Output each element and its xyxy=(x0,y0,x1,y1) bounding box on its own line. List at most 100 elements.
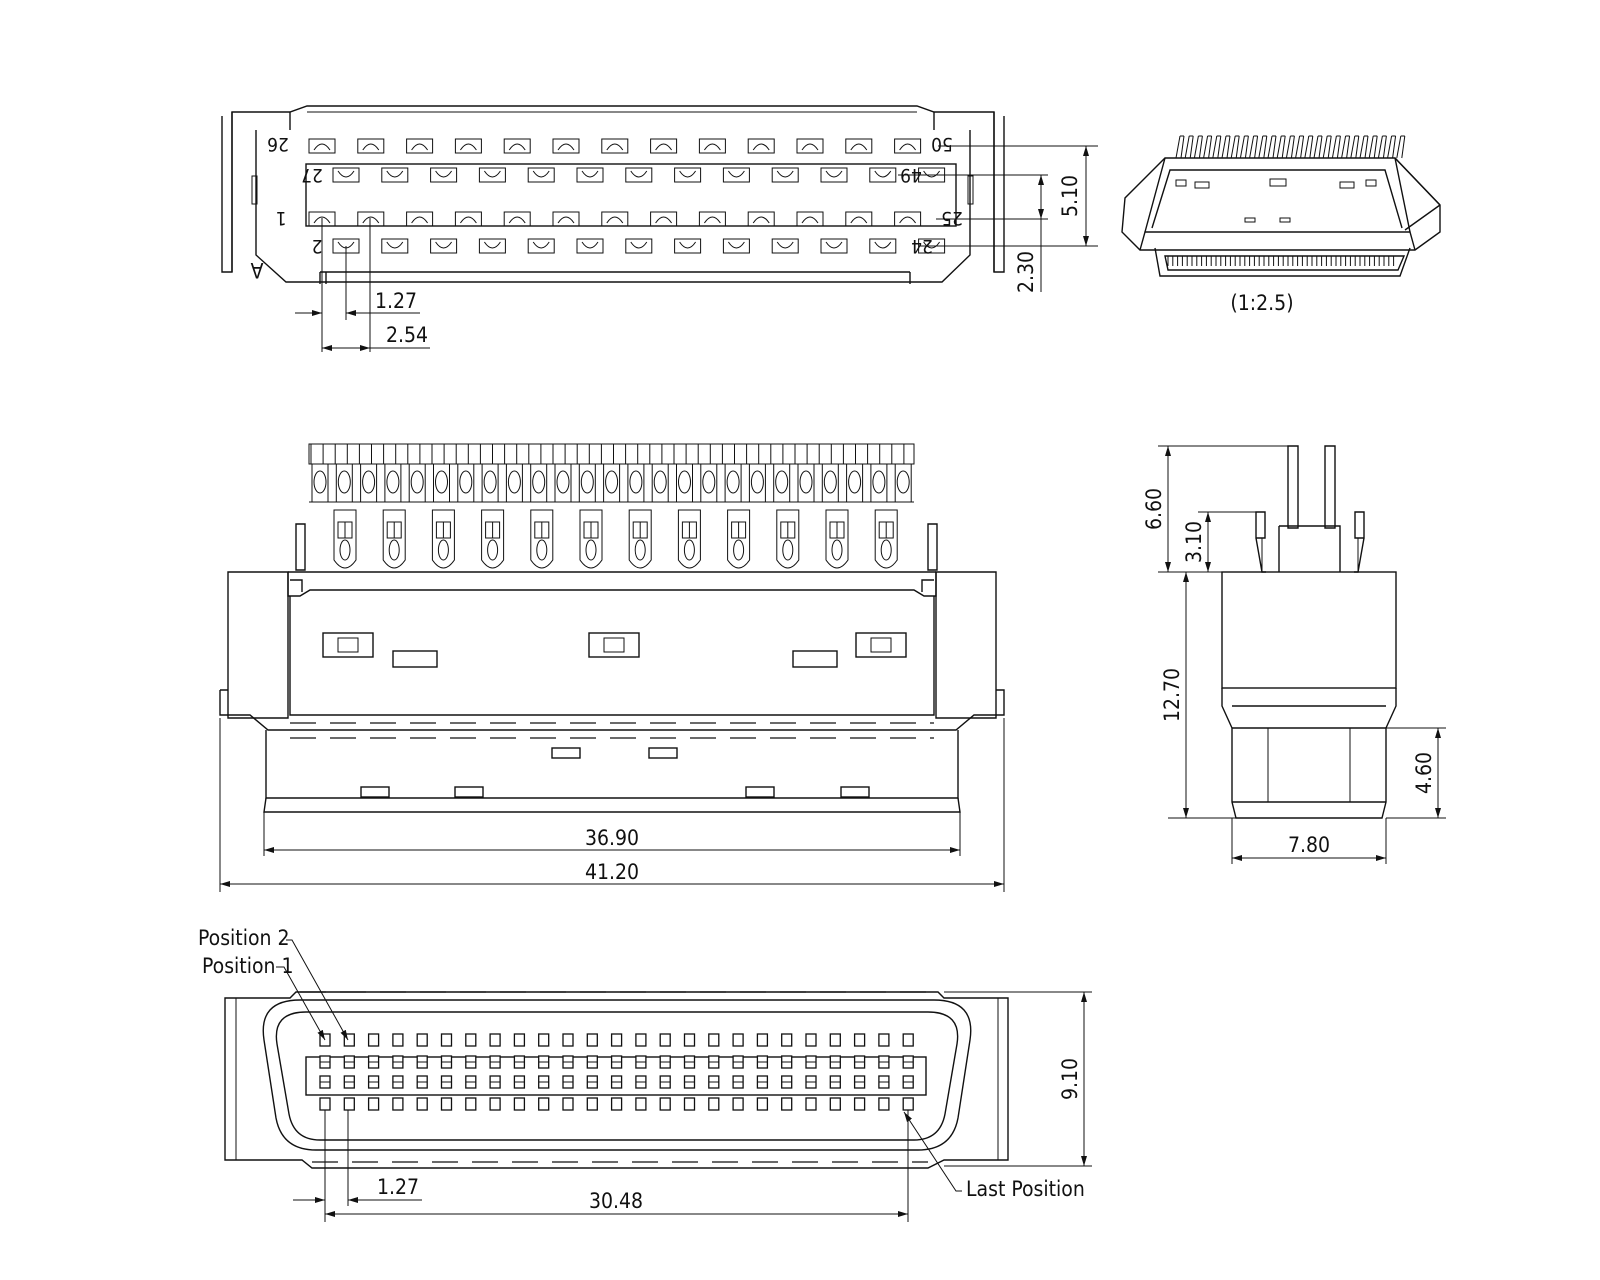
isometric-view: (1:2.5) xyxy=(1121,135,1441,315)
iso-pin xyxy=(1193,135,1199,159)
top-contact-arc xyxy=(776,241,794,249)
iso-pin xyxy=(1212,135,1218,159)
top-contact-arc xyxy=(532,170,550,178)
tail-lower xyxy=(825,509,849,569)
top-contact-arc xyxy=(752,143,770,151)
top-contact xyxy=(869,167,897,183)
top-contact xyxy=(674,167,702,183)
top-contact xyxy=(650,138,678,154)
tail-lower-hole xyxy=(339,539,351,561)
tail-lower xyxy=(530,509,554,569)
iso-pin xyxy=(1249,135,1255,159)
iso-pin xyxy=(1203,135,1209,159)
top-contact-arc xyxy=(727,241,745,249)
top-contact xyxy=(650,211,678,227)
top-contact-arc xyxy=(508,216,526,224)
top-contact xyxy=(796,211,824,227)
iso-pin xyxy=(1377,135,1383,159)
iso-pin xyxy=(1392,135,1397,159)
top-contact-arc xyxy=(850,216,868,224)
top-contact xyxy=(454,211,482,227)
top-contact-arc xyxy=(630,170,648,178)
iso-teeth xyxy=(1167,256,1395,266)
face-contact xyxy=(465,1097,477,1111)
face-contact xyxy=(489,1033,501,1047)
top-contact-arc xyxy=(337,170,355,178)
iso-pin xyxy=(1281,135,1286,159)
iso-pin xyxy=(1230,135,1236,159)
face-contact xyxy=(367,1097,380,1111)
iso-pin xyxy=(1387,135,1393,159)
face-contact xyxy=(805,1097,817,1111)
iso-pin xyxy=(1235,135,1240,159)
top-contact xyxy=(357,138,385,154)
tail-upper-hole xyxy=(605,470,619,494)
face-contact xyxy=(805,1033,817,1047)
face-contact xyxy=(610,1097,623,1111)
scale-note: (1:2.5) xyxy=(1230,291,1293,315)
face-contact xyxy=(708,1033,720,1047)
face-contact xyxy=(902,1097,914,1111)
top-contact xyxy=(845,211,873,227)
iso-pin xyxy=(1368,135,1374,159)
dim-6-60: 6.60 xyxy=(1142,488,1166,530)
tail-lower xyxy=(431,509,455,569)
top-contact-arc xyxy=(801,216,819,224)
tail-upper-hole xyxy=(507,470,521,494)
iso-pin xyxy=(1300,135,1305,159)
top-contact-arc xyxy=(727,170,745,178)
dim-1-27-face: 1.27 xyxy=(377,1175,419,1199)
tail-upper-hole xyxy=(678,470,691,494)
front-view: 36.90 41.20 xyxy=(219,443,1005,892)
top-contact xyxy=(796,138,824,154)
iso-pin xyxy=(1267,135,1273,159)
top-view: A 26 50 27 49 1 25 2 24 5.10 2.30 1.27 2… xyxy=(221,105,1098,352)
iso-pin xyxy=(1382,135,1387,159)
iso-pin xyxy=(1184,135,1190,159)
tail-upper-hole xyxy=(702,470,716,494)
dim-9-10: 9.10 xyxy=(1058,1058,1082,1100)
face-contact xyxy=(562,1033,574,1047)
top-contact-arc xyxy=(411,143,429,151)
top-contact xyxy=(381,167,409,183)
top-contact-arc xyxy=(557,143,575,151)
top-contact xyxy=(698,138,726,154)
face-contact xyxy=(635,1033,647,1047)
face-contact xyxy=(708,1097,720,1111)
top-contact xyxy=(747,211,775,227)
side-view: 6.60 3.10 12.70 4.60 7.80 xyxy=(1142,445,1446,864)
iso-pin xyxy=(1350,135,1356,159)
dim-7-80: 7.80 xyxy=(1288,833,1330,857)
top-contact-arc xyxy=(606,143,624,151)
tail-upper-hole xyxy=(629,470,643,494)
iso-pin xyxy=(1373,135,1378,159)
iso-pin xyxy=(1401,135,1406,159)
face-contact xyxy=(343,1033,355,1047)
tail-upper-hole xyxy=(313,470,327,494)
tail-lower-hole xyxy=(880,539,892,561)
tail-upper-hole xyxy=(337,470,351,494)
pin-label-25: 25 xyxy=(941,207,963,229)
dim-30-48: 30.48 xyxy=(589,1189,643,1213)
face-contact xyxy=(659,1097,671,1111)
pin-label-50: 50 xyxy=(931,133,953,155)
iso-pin xyxy=(1198,135,1203,159)
dim-3-10: 3.10 xyxy=(1182,521,1206,563)
iso-pin xyxy=(1254,135,1259,159)
dim-4-60: 4.60 xyxy=(1412,752,1436,794)
iso-pin xyxy=(1226,135,1231,159)
top-contact-grid xyxy=(308,138,946,254)
tail-lower-hole xyxy=(782,539,794,561)
face-contact xyxy=(659,1033,671,1047)
top-contact-arc xyxy=(923,241,941,249)
face-contact xyxy=(829,1097,841,1111)
top-contact xyxy=(552,138,580,154)
callout-position-1: Position 1 xyxy=(202,954,294,978)
iso-pin xyxy=(1309,135,1314,159)
tail-upper-hole xyxy=(362,470,376,494)
face-contact xyxy=(440,1033,453,1047)
top-contact xyxy=(478,167,506,183)
top-contact-arc xyxy=(532,241,550,249)
front-tails xyxy=(308,443,915,569)
top-contact-arc xyxy=(362,143,380,151)
